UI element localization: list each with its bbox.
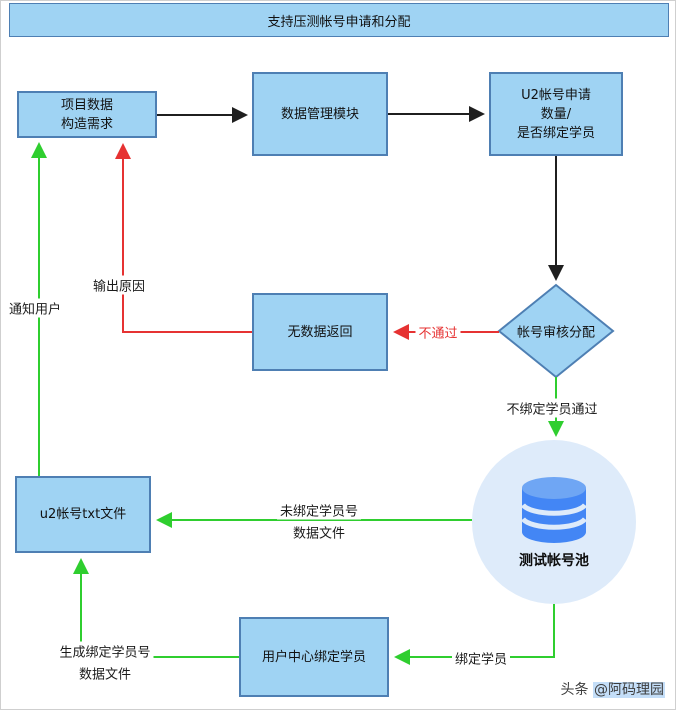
node-data-management: 数据管理模块 bbox=[252, 72, 388, 156]
edge-label-unbound-file-line1: 未绑定学员号 bbox=[276, 500, 362, 520]
edge-label-notify-user: 通知用户 bbox=[5, 298, 65, 318]
node-text: U2帐号申请 bbox=[521, 87, 591, 103]
node-text: 数量/ bbox=[540, 106, 572, 122]
edge-label-bind-student: 绑定学员 bbox=[451, 648, 511, 668]
edge-label-output-reason: 输出原因 bbox=[89, 275, 149, 295]
node-test-account-pool: 测试帐号池 bbox=[472, 440, 636, 604]
node-text: 构造需求 bbox=[60, 116, 113, 132]
edge-label-unbound-file-line2: 数据文件 bbox=[289, 522, 349, 542]
node-text: 数据管理模块 bbox=[280, 106, 359, 122]
edge-label-gen-file-line2: 数据文件 bbox=[75, 663, 135, 683]
watermark: 头条 @阿码理园 bbox=[561, 679, 665, 699]
node-text: 项目数据 bbox=[60, 97, 113, 113]
node-u2-txt-file: u2帐号txt文件 bbox=[15, 476, 151, 553]
page-title: 支持压测帐号申请和分配 bbox=[267, 14, 411, 30]
review-diamond-shape bbox=[497, 283, 615, 379]
node-no-data-return: 无数据返回 bbox=[252, 293, 388, 371]
node-text: 是否绑定学员 bbox=[516, 125, 595, 141]
node-text: 用户中心绑定学员 bbox=[261, 649, 366, 665]
watermark-name: @阿码理园 bbox=[593, 682, 665, 698]
database-icon bbox=[520, 476, 588, 543]
node-u2-account-apply: U2帐号申请 数量/ 是否绑定学员 bbox=[489, 72, 623, 156]
edge-label-gen-file-line1: 生成绑定学员号 bbox=[56, 641, 154, 661]
node-text: 无数据返回 bbox=[287, 324, 353, 340]
title-bar: 支持压测帐号申请和分配 bbox=[9, 3, 669, 37]
arrow-nodata-to-project bbox=[115, 143, 252, 333]
review-diamond-label: 帐号审核分配 bbox=[516, 325, 596, 341]
edge-label-not-pass: 不通过 bbox=[415, 322, 461, 342]
watermark-source: 头条 bbox=[560, 682, 593, 698]
edge-label-unbound-pass: 不绑定学员通过 bbox=[503, 398, 601, 418]
arrow-pool-to-bindcenter bbox=[394, 604, 555, 665]
node-project-data: 项目数据 构造需求 bbox=[17, 91, 157, 138]
node-user-center-bind: 用户中心绑定学员 bbox=[239, 617, 389, 697]
node-text: u2帐号txt文件 bbox=[39, 507, 127, 522]
pool-label: 测试帐号池 bbox=[519, 552, 589, 569]
